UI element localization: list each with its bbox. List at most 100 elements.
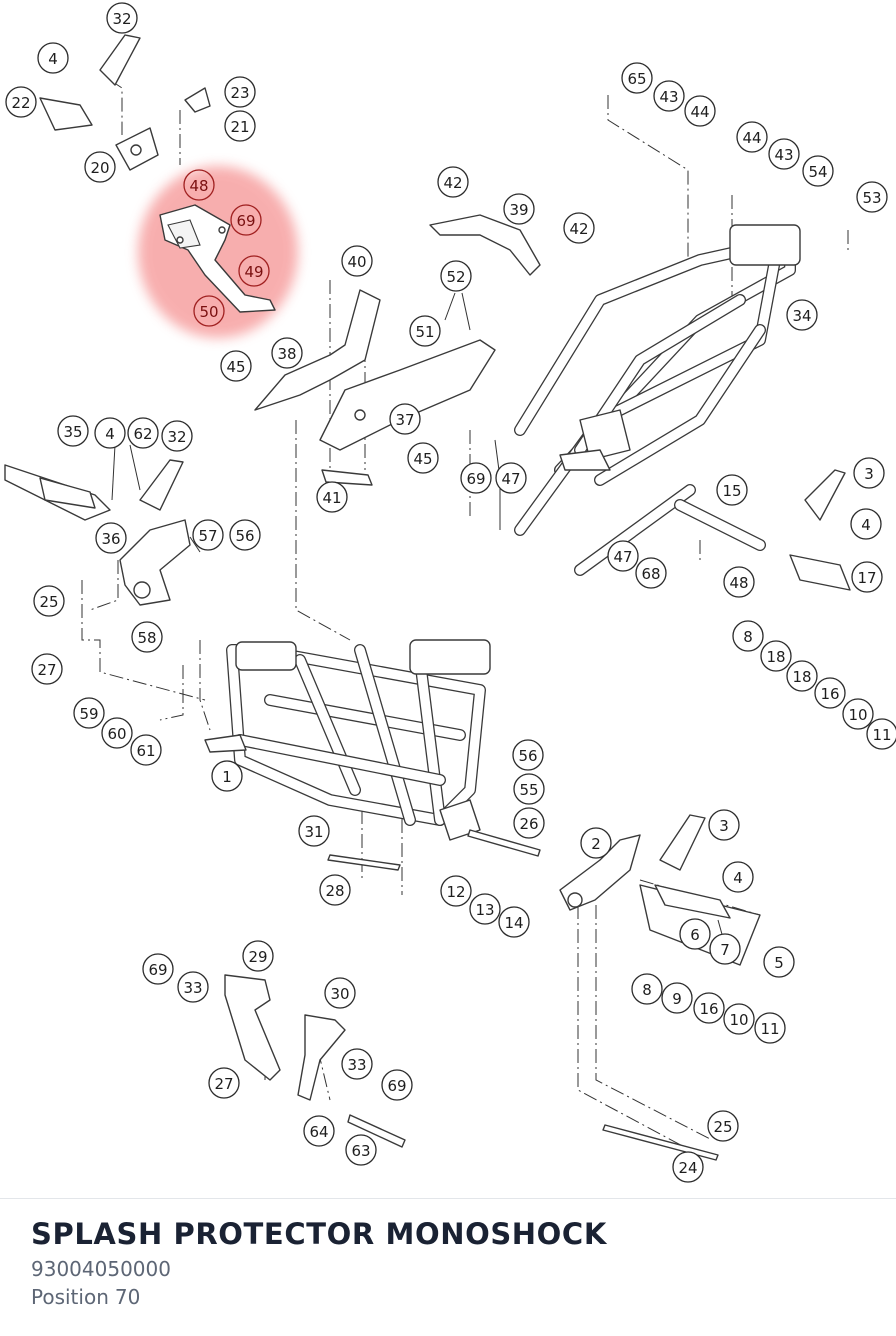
callout-40[interactable]: 40 — [341, 245, 373, 277]
callout-34[interactable]: 34 — [786, 299, 818, 331]
callout-number: 60 — [107, 725, 126, 743]
callout-53[interactable]: 53 — [856, 181, 888, 213]
callout-56[interactable]: 56 — [229, 519, 261, 551]
callout-32[interactable]: 32 — [161, 420, 193, 452]
callout-33[interactable]: 33 — [177, 971, 209, 1003]
callout-circle — [5, 86, 37, 118]
callout-44[interactable]: 44 — [736, 121, 768, 153]
callout-48[interactable]: 48 — [723, 566, 755, 598]
callout-6[interactable]: 6 — [679, 918, 711, 950]
callout-47[interactable]: 47 — [607, 540, 639, 572]
callout-60[interactable]: 60 — [101, 717, 133, 749]
callout-43[interactable]: 43 — [653, 80, 685, 112]
callout-17[interactable]: 17 — [851, 561, 883, 593]
callout-38[interactable]: 38 — [271, 337, 303, 369]
callout-circle — [193, 295, 225, 327]
callout-26[interactable]: 26 — [513, 807, 545, 839]
callout-51[interactable]: 51 — [409, 315, 441, 347]
callout-54[interactable]: 54 — [802, 155, 834, 187]
callout-27[interactable]: 27 — [31, 653, 63, 685]
callout-43[interactable]: 43 — [768, 138, 800, 170]
callout-4[interactable]: 4 — [94, 417, 126, 449]
callout-62[interactable]: 62 — [127, 417, 159, 449]
callout-10[interactable]: 10 — [842, 698, 874, 730]
callout-circle — [106, 2, 138, 34]
callout-65[interactable]: 65 — [621, 62, 653, 94]
callout-4[interactable]: 4 — [37, 42, 69, 74]
callout-56[interactable]: 56 — [512, 739, 544, 771]
splash-protector-part[interactable] — [159, 204, 276, 313]
callout-69[interactable]: 69 — [230, 204, 262, 236]
callout-number: 37 — [395, 411, 414, 429]
callout-42[interactable]: 42 — [563, 212, 595, 244]
callout-7[interactable]: 7 — [709, 933, 741, 965]
callout-14[interactable]: 14 — [498, 906, 530, 938]
callout-69[interactable]: 69 — [460, 462, 492, 494]
callout-32[interactable]: 32 — [106, 2, 138, 34]
callout-18[interactable]: 18 — [760, 640, 792, 672]
callout-69[interactable]: 69 — [381, 1069, 413, 1101]
callout-number: 17 — [857, 569, 876, 587]
callout-12[interactable]: 12 — [440, 875, 472, 907]
callout-21[interactable]: 21 — [224, 110, 256, 142]
callout-69[interactable]: 69 — [142, 953, 174, 985]
callout-4[interactable]: 4 — [850, 508, 882, 540]
callout-35[interactable]: 35 — [57, 415, 89, 447]
callout-41[interactable]: 41 — [316, 481, 348, 513]
callout-63[interactable]: 63 — [345, 1134, 377, 1166]
callout-5[interactable]: 5 — [763, 946, 795, 978]
callout-8[interactable]: 8 — [732, 620, 764, 652]
callout-10[interactable]: 10 — [723, 1003, 755, 1035]
callout-48[interactable]: 48 — [183, 169, 215, 201]
callout-1[interactable]: 1 — [211, 760, 243, 792]
callout-20[interactable]: 20 — [84, 151, 116, 183]
callout-25[interactable]: 25 — [33, 585, 65, 617]
callout-25[interactable]: 25 — [707, 1110, 739, 1142]
callout-number: 40 — [347, 253, 366, 271]
callout-27[interactable]: 27 — [208, 1067, 240, 1099]
callout-16[interactable]: 16 — [693, 992, 725, 1024]
callout-49[interactable]: 49 — [238, 255, 270, 287]
callout-8[interactable]: 8 — [631, 973, 663, 1005]
callout-50[interactable]: 50 — [193, 295, 225, 327]
callout-2[interactable]: 2 — [580, 827, 612, 859]
callout-3[interactable]: 3 — [853, 457, 885, 489]
callout-28[interactable]: 28 — [319, 874, 351, 906]
callout-31[interactable]: 31 — [298, 815, 330, 847]
callout-number: 54 — [808, 163, 827, 181]
callout-64[interactable]: 64 — [303, 1115, 335, 1147]
callout-15[interactable]: 15 — [716, 474, 748, 506]
callout-58[interactable]: 58 — [131, 621, 163, 653]
callout-circle — [33, 585, 65, 617]
callout-23[interactable]: 23 — [224, 76, 256, 108]
callout-52[interactable]: 52 — [440, 260, 472, 292]
callout-45[interactable]: 45 — [407, 442, 439, 474]
callout-22[interactable]: 22 — [5, 86, 37, 118]
callout-47[interactable]: 47 — [495, 462, 527, 494]
callout-13[interactable]: 13 — [469, 893, 501, 925]
callout-59[interactable]: 59 — [73, 697, 105, 729]
callout-3[interactable]: 3 — [708, 809, 740, 841]
callout-18[interactable]: 18 — [786, 660, 818, 692]
callout-11[interactable]: 11 — [866, 718, 896, 750]
callout-44[interactable]: 44 — [684, 95, 716, 127]
callout-circle — [440, 260, 472, 292]
callout-number: 39 — [509, 201, 528, 219]
callout-4[interactable]: 4 — [722, 861, 754, 893]
callout-37[interactable]: 37 — [389, 403, 421, 435]
callout-11[interactable]: 11 — [754, 1012, 786, 1044]
callout-24[interactable]: 24 — [672, 1151, 704, 1183]
callout-39[interactable]: 39 — [503, 193, 535, 225]
callout-9[interactable]: 9 — [661, 982, 693, 1014]
callout-68[interactable]: 68 — [635, 557, 667, 589]
callout-61[interactable]: 61 — [130, 734, 162, 766]
callout-57[interactable]: 57 — [192, 519, 224, 551]
callout-55[interactable]: 55 — [513, 773, 545, 805]
callout-42[interactable]: 42 — [437, 166, 469, 198]
callout-16[interactable]: 16 — [814, 677, 846, 709]
callout-29[interactable]: 29 — [242, 940, 274, 972]
callout-30[interactable]: 30 — [324, 977, 356, 1009]
callout-33[interactable]: 33 — [341, 1048, 373, 1080]
callout-36[interactable]: 36 — [95, 522, 127, 554]
callout-45[interactable]: 45 — [220, 350, 252, 382]
